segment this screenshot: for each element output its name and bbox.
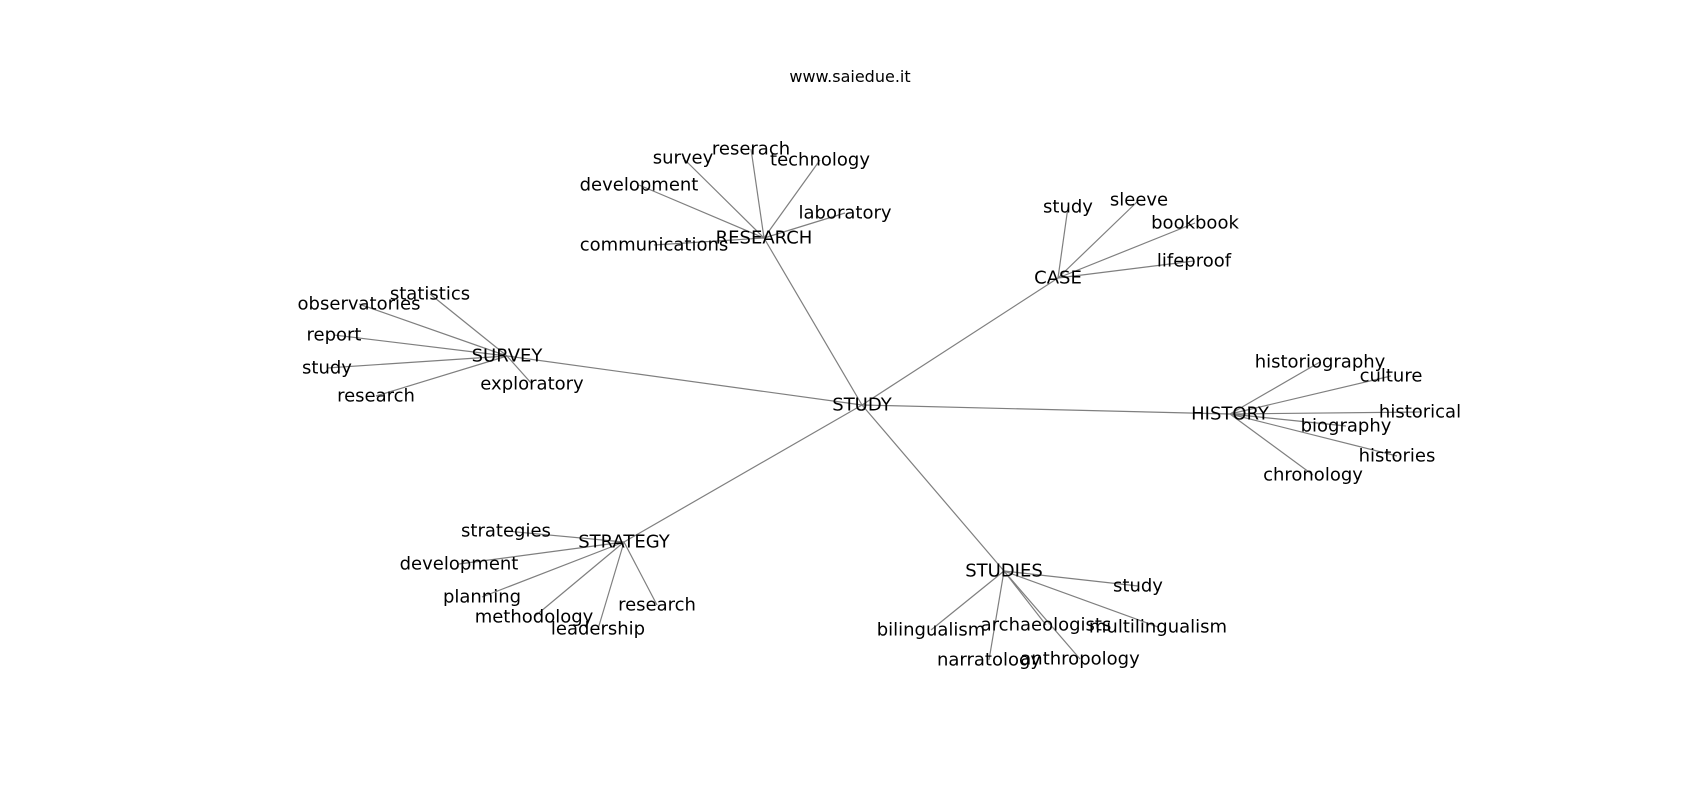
edge-strategy-strategies bbox=[505, 530, 625, 543]
leaf-node-label-history-culture: culture bbox=[1360, 366, 1423, 387]
edge-studies-narratology bbox=[988, 570, 1005, 661]
header-url: www.saiedue.it bbox=[789, 67, 910, 86]
edge-studies-multilingualism bbox=[1003, 570, 1159, 628]
leaf-node-label-history-histories: histories bbox=[1359, 446, 1436, 467]
leaf-node-label-strategy-planning: planning bbox=[443, 587, 521, 608]
edge-history-chronology bbox=[1229, 413, 1314, 476]
edge-research-communications bbox=[653, 237, 765, 246]
hub-node-label-survey: SURVEY bbox=[472, 346, 544, 367]
leaf-node-label-research-development: development bbox=[580, 175, 699, 196]
edge-study-survey bbox=[506, 355, 863, 406]
hub-node-label-research: RESEARCH bbox=[716, 228, 813, 249]
edge-strategy-development bbox=[458, 541, 625, 565]
leaf-node-label-research-reserach: reserach bbox=[712, 139, 790, 160]
leaf-node-label-history-biography: biography bbox=[1301, 416, 1392, 437]
edge-studies-bilingualism bbox=[930, 570, 1005, 631]
leaf-node-label-research-survey: survey bbox=[653, 148, 714, 169]
edge-history-histories bbox=[1229, 413, 1398, 457]
hub-node-label-studies: STUDIES bbox=[965, 561, 1043, 582]
edge-strategy-leadership bbox=[597, 541, 625, 630]
edge-research-survey bbox=[682, 157, 765, 239]
edge-history-biography bbox=[1229, 413, 1347, 427]
leaf-node-label-studies-narratology: narratology bbox=[937, 650, 1041, 671]
leaf-node-label-strategy-development: development bbox=[400, 554, 519, 575]
leaf-node-label-studies-study: study bbox=[1113, 576, 1163, 597]
edge-studies-anthropology bbox=[1003, 570, 1081, 660]
leaf-node-label-studies-bilingualism: bilingualism bbox=[877, 620, 986, 641]
hub-node-label-strategy: STRATEGY bbox=[578, 532, 671, 553]
leaf-node-label-studies-archaeologists: archaeologists bbox=[981, 615, 1112, 636]
leaf-node-label-survey-study: study bbox=[302, 358, 352, 379]
leaf-node-label-survey-research: research bbox=[337, 386, 415, 407]
leaf-node-label-research-technology: technology bbox=[770, 150, 870, 171]
edge-survey-study bbox=[326, 355, 508, 369]
edge-survey-report bbox=[333, 334, 508, 357]
edge-case-lifeproof bbox=[1057, 260, 1195, 279]
leaf-node-label-case-bookbook: bookbook bbox=[1151, 213, 1239, 234]
leaf-node-label-survey-report: report bbox=[307, 325, 362, 346]
edge-research-development bbox=[638, 184, 765, 239]
edge-survey-observatories bbox=[358, 303, 508, 357]
edge-study-history bbox=[861, 404, 1231, 415]
edge-strategy-methodology bbox=[533, 541, 625, 618]
edge-study-strategy bbox=[623, 404, 863, 543]
root-node-label: STUDY bbox=[832, 395, 892, 416]
edge-survey-exploratory bbox=[506, 355, 533, 385]
edge-study-research bbox=[763, 237, 863, 406]
edge-case-bookbook bbox=[1057, 222, 1196, 279]
edge-strategy-planning bbox=[481, 541, 625, 598]
edge-study-studies bbox=[861, 404, 1005, 572]
leaf-node-label-strategy-methodology: methodology bbox=[475, 607, 594, 628]
leaf-node-label-survey-statistics: statistics bbox=[390, 284, 470, 305]
edge-history-culture bbox=[1229, 375, 1392, 415]
edge-studies-study bbox=[1003, 570, 1139, 587]
hub-node-label-case: CASE bbox=[1034, 268, 1082, 289]
edge-history-historical bbox=[1229, 411, 1421, 415]
edge-research-reserach bbox=[750, 148, 765, 239]
edge-case-sleeve bbox=[1057, 199, 1140, 279]
leaf-node-label-studies-multilingualism: multilingualism bbox=[1089, 617, 1227, 638]
leaf-node-label-survey-observatories: observatories bbox=[298, 294, 421, 315]
leaf-node-label-research-communications: communications bbox=[580, 235, 729, 256]
edge-study-case bbox=[861, 277, 1059, 406]
leaf-node-label-research-laboratory: laboratory bbox=[798, 203, 891, 224]
leaf-node-label-case-sleeve: sleeve bbox=[1110, 190, 1168, 211]
edge-case-study bbox=[1057, 206, 1069, 279]
leaf-node-label-strategy-strategies: strategies bbox=[461, 521, 551, 542]
leaf-node-label-case-study: study bbox=[1043, 197, 1093, 218]
edge-survey-statistics bbox=[429, 293, 508, 357]
leaf-node-label-strategy-research: research bbox=[618, 595, 696, 616]
edge-research-technology bbox=[763, 159, 821, 239]
edge-history-historiography bbox=[1229, 361, 1321, 415]
edge-strategy-research bbox=[623, 541, 658, 606]
hub-node-label-history: HISTORY bbox=[1191, 404, 1270, 425]
edge-research-laboratory bbox=[763, 212, 846, 239]
leaf-node-label-history-chronology: chronology bbox=[1263, 465, 1363, 486]
edge-survey-research bbox=[375, 355, 508, 397]
edges-layer bbox=[326, 148, 1421, 661]
leaf-node-label-survey-exploratory: exploratory bbox=[480, 374, 584, 395]
leaf-node-label-case-lifeproof: lifeproof bbox=[1157, 251, 1232, 272]
leaf-node-label-strategy-leadership: leadership bbox=[551, 619, 645, 640]
leaf-node-label-history-historical: historical bbox=[1379, 402, 1461, 423]
leaf-node-label-studies-anthropology: anthropology bbox=[1020, 649, 1140, 670]
leaf-node-label-history-historiography: historiography bbox=[1255, 352, 1386, 373]
